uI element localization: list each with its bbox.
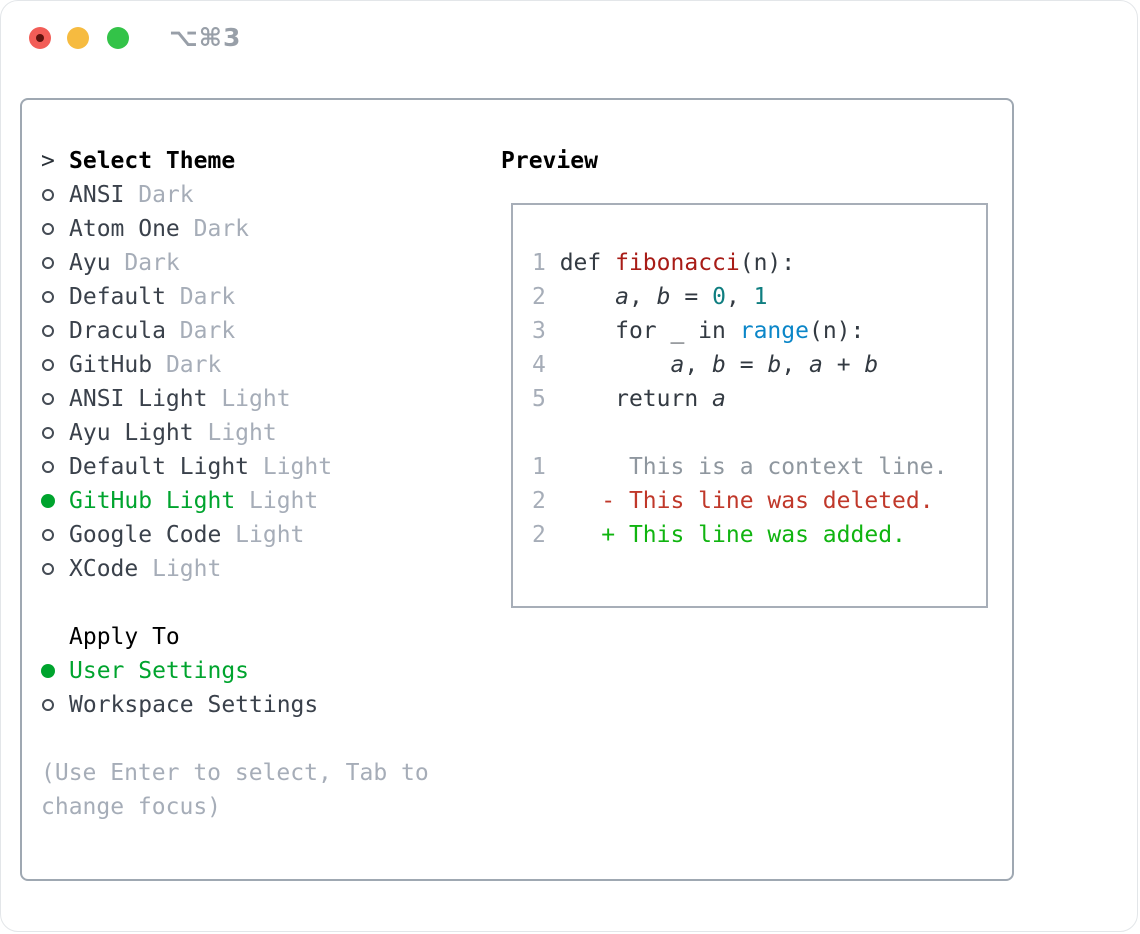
- theme-name: ANSI Light: [69, 386, 208, 412]
- radio-icon: [41, 359, 69, 371]
- diff-added-line: 2 + This line was added.: [532, 522, 906, 548]
- diff-context-line: 1 This is a context line.: [532, 454, 948, 480]
- theme-item-ayu-dark[interactable]: Ayu Dark: [41, 246, 471, 280]
- spacer: [41, 722, 471, 756]
- theme-tag: Dark: [138, 182, 194, 208]
- apply-option-workspace-settings[interactable]: Workspace Settings: [41, 688, 471, 722]
- theme-name: Default Light: [69, 454, 250, 480]
- radio-icon: [41, 325, 69, 337]
- theme-name: Ayu Light: [69, 420, 194, 446]
- zoom-button[interactable]: [107, 27, 129, 49]
- theme-name: ANSI: [69, 182, 125, 208]
- radio-icon: [41, 529, 69, 541]
- apply-option-label: User Settings: [69, 658, 250, 684]
- line-number: 1: [532, 250, 546, 276]
- theme-item-ayu-light[interactable]: Ayu Light Light: [41, 416, 471, 450]
- theme-tag: Light: [249, 488, 319, 514]
- preview-title: Preview: [501, 148, 598, 174]
- radio-icon: [41, 189, 69, 201]
- line-number: 2: [532, 284, 546, 310]
- title-bar: ⌥⌘3: [1, 1, 1137, 75]
- theme-name: Google Code: [69, 522, 222, 548]
- theme-item-ansi-light[interactable]: ANSI Light Light: [41, 382, 471, 416]
- apply-to-header-row: Apply To: [41, 620, 471, 654]
- theme-tag: Dark: [193, 216, 250, 242]
- theme-name: GitHub: [69, 352, 153, 378]
- code-line: 1 def fibonacci(n):: [532, 250, 796, 276]
- theme-name: GitHub Light: [69, 488, 236, 514]
- theme-item-xcode-light[interactable]: XCode Light: [41, 552, 471, 586]
- spacer: [41, 586, 471, 620]
- theme-name: XCode: [69, 556, 139, 582]
- theme-tag: Dark: [179, 318, 236, 344]
- close-button[interactable]: [29, 27, 51, 49]
- theme-item-dracula-dark[interactable]: Dracula Dark: [41, 314, 471, 348]
- theme-tag: Light: [262, 454, 333, 480]
- theme-name: Default: [69, 284, 166, 310]
- theme-tag: Dark: [124, 250, 180, 276]
- code-line: 3 for _ in range(n):: [532, 318, 865, 344]
- theme-tag: Light: [235, 522, 305, 548]
- line-number: 2: [532, 488, 546, 514]
- apply-option-user-settings[interactable]: User Settings: [41, 654, 471, 688]
- preview-panel: 1 def fibonacci(n): 2 a, b = 0, 1 3 for …: [511, 203, 988, 608]
- theme-list-title: Select Theme: [69, 148, 236, 174]
- theme-name: Ayu: [69, 250, 111, 276]
- line-number: 5: [532, 386, 546, 412]
- theme-item-ansi-dark[interactable]: ANSI Dark: [41, 178, 471, 212]
- line-number: 4: [532, 352, 546, 378]
- diff-deleted-line: 2 - This line was deleted.: [532, 488, 934, 514]
- line-number: 2: [532, 522, 546, 548]
- theme-list-header-row: > Select Theme: [41, 144, 471, 178]
- radio-icon: [41, 393, 69, 405]
- blank-line: [532, 416, 986, 450]
- code-line: 5 return a: [532, 386, 726, 412]
- code-line: 4 a, b = b, a + b: [532, 352, 879, 378]
- theme-item-github-light[interactable]: GitHub Light Light: [41, 484, 471, 518]
- minimize-button[interactable]: [67, 27, 89, 49]
- theme-item-atom-one-dark[interactable]: Atom One Dark: [41, 212, 471, 246]
- radio-icon: [41, 223, 69, 235]
- theme-item-default-light[interactable]: Default Light Light: [41, 450, 471, 484]
- code-line: 2 a, b = 0, 1: [532, 284, 768, 310]
- theme-tag: Light: [221, 386, 291, 412]
- theme-name: Dracula: [69, 318, 166, 344]
- radio-icon: [41, 699, 69, 711]
- apply-option-label: Workspace Settings: [69, 692, 319, 718]
- radio-icon: [41, 257, 69, 269]
- selection-cursor-icon: >: [41, 148, 55, 174]
- radio-icon: [41, 461, 69, 473]
- theme-name: Atom One: [69, 216, 180, 242]
- radio-icon: [41, 291, 69, 303]
- radio-selected-icon: [41, 664, 69, 678]
- window-shortcut-label: ⌥⌘3: [169, 23, 242, 52]
- line-number: 3: [532, 318, 546, 344]
- theme-tag: Light: [152, 556, 222, 582]
- keyboard-hint: (Use Enter to select, Tab to change focu…: [41, 760, 429, 820]
- theme-item-google-code-light[interactable]: Google Code Light: [41, 518, 471, 552]
- radio-icon: [41, 427, 69, 439]
- theme-item-github-dark[interactable]: GitHub Dark: [41, 348, 471, 382]
- theme-item-default-dark[interactable]: Default Dark: [41, 280, 471, 314]
- apply-to-title: Apply To: [69, 624, 180, 650]
- theme-tag: Light: [207, 420, 277, 446]
- theme-tag: Dark: [165, 352, 222, 378]
- radio-icon: [41, 563, 69, 575]
- line-number: 1: [532, 454, 546, 480]
- theme-tag: Dark: [179, 284, 236, 310]
- radio-selected-icon: [41, 494, 69, 508]
